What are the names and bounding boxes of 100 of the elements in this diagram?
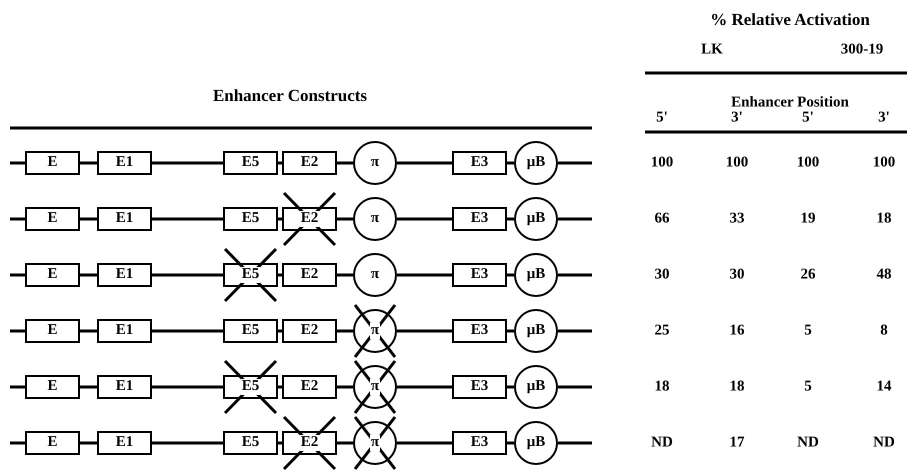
dna-line [507, 386, 514, 388]
table-value: 18 [654, 378, 670, 396]
column-heading: 5' [656, 110, 668, 126]
enhancer-box: E2 [282, 263, 337, 287]
dna-line [397, 162, 452, 164]
dna-line [507, 330, 514, 332]
enhancer-box: E1 [97, 319, 152, 343]
table-value: 5 [804, 378, 812, 396]
table-value: 30 [654, 266, 670, 284]
dna-line [152, 162, 223, 164]
dna-line [397, 330, 452, 332]
table-value: 18 [730, 378, 744, 396]
dna-line [80, 330, 97, 332]
table-value: ND [651, 434, 673, 452]
enhancer-box: E3 [452, 375, 507, 399]
enhancer-box: E5 [223, 263, 278, 287]
table-value: ND [873, 434, 895, 452]
table-value: 8 [880, 322, 888, 340]
enhancer-box: E5 [223, 207, 278, 231]
dna-line [80, 386, 97, 388]
dna-line [152, 218, 223, 220]
enhancer-box: E1 [97, 375, 152, 399]
column-heading: 3' [731, 110, 743, 126]
enhancer-circle: π [353, 253, 397, 297]
dna-line [10, 162, 25, 164]
dna-line [152, 330, 223, 332]
dna-line [10, 386, 25, 388]
enhancer-box: E2 [282, 375, 337, 399]
dna-line [558, 218, 592, 220]
enhancer-box: E5 [223, 375, 278, 399]
enhancer-box: E [25, 319, 80, 343]
enhancer-box: E [25, 151, 80, 175]
dna-line [507, 442, 514, 444]
dna-line [80, 274, 97, 276]
dna-line [10, 330, 25, 332]
column-heading: 3' [878, 110, 890, 126]
enhancer-box: E3 [452, 431, 507, 455]
dna-line [337, 218, 353, 220]
dna-line [558, 330, 592, 332]
heading: % Relative Activation [710, 10, 870, 30]
column-heading: 5' [802, 110, 814, 126]
table-value: 26 [800, 266, 816, 284]
enhancer-circle: μB [514, 253, 558, 297]
dna-line [397, 386, 452, 388]
enhancer-box: E5 [223, 319, 278, 343]
table-value: 25 [654, 322, 670, 340]
table-value: 16 [730, 322, 744, 340]
enhancer-circle: π [353, 365, 397, 409]
dna-line [152, 386, 223, 388]
enhancer-circle: π [353, 421, 397, 465]
dna-line [80, 218, 97, 220]
dna-line [558, 274, 592, 276]
table-value: 5 [804, 322, 812, 340]
enhancer-circle: μB [514, 141, 558, 185]
enhancer-box: E3 [452, 207, 507, 231]
dna-line [337, 330, 353, 332]
table-value: 66 [654, 210, 670, 228]
dna-line [10, 442, 25, 444]
enhancer-circle: π [353, 197, 397, 241]
table-value: ND [797, 434, 819, 452]
enhancer-circle: μB [514, 197, 558, 241]
enhancer-box: E2 [282, 319, 337, 343]
enhancer-box: E2 [282, 151, 337, 175]
table-value: 100 [650, 154, 674, 172]
table-value: 30 [730, 266, 744, 284]
enhancer-box: E3 [452, 263, 507, 287]
dna-line [278, 386, 282, 388]
enhancer-circle: μB [514, 309, 558, 353]
enhancer-box: E1 [97, 151, 152, 175]
dna-line [278, 162, 282, 164]
dna-line [337, 162, 353, 164]
table-value: 100 [796, 154, 820, 172]
heading: Enhancer Constructs [212, 86, 368, 106]
enhancer-box: E [25, 431, 80, 455]
enhancer-box: E1 [97, 431, 152, 455]
enhancer-box: E [25, 263, 80, 287]
dna-line [278, 218, 282, 220]
enhancer-box: E1 [97, 207, 152, 231]
enhancer-box: E5 [223, 151, 278, 175]
table-value: 19 [800, 210, 816, 228]
enhancer-box: E [25, 207, 80, 231]
dna-line [558, 386, 592, 388]
dna-line [507, 162, 514, 164]
table-value: 48 [876, 266, 892, 284]
dna-line [278, 330, 282, 332]
dna-line [337, 386, 353, 388]
table-value: 100 [726, 154, 748, 172]
dna-line [397, 218, 452, 220]
enhancer-circle: π [353, 309, 397, 353]
enhancer-box: E2 [282, 431, 337, 455]
column-heading: LK [701, 42, 723, 58]
dna-line [337, 274, 353, 276]
dna-line [397, 442, 452, 444]
table-value: 100 [872, 154, 896, 172]
dna-line [10, 218, 25, 220]
table-value: 17 [730, 434, 744, 452]
dna-line [507, 274, 514, 276]
enhancer-circle: μB [514, 421, 558, 465]
dna-line [397, 274, 452, 276]
table-value: 33 [730, 210, 744, 228]
